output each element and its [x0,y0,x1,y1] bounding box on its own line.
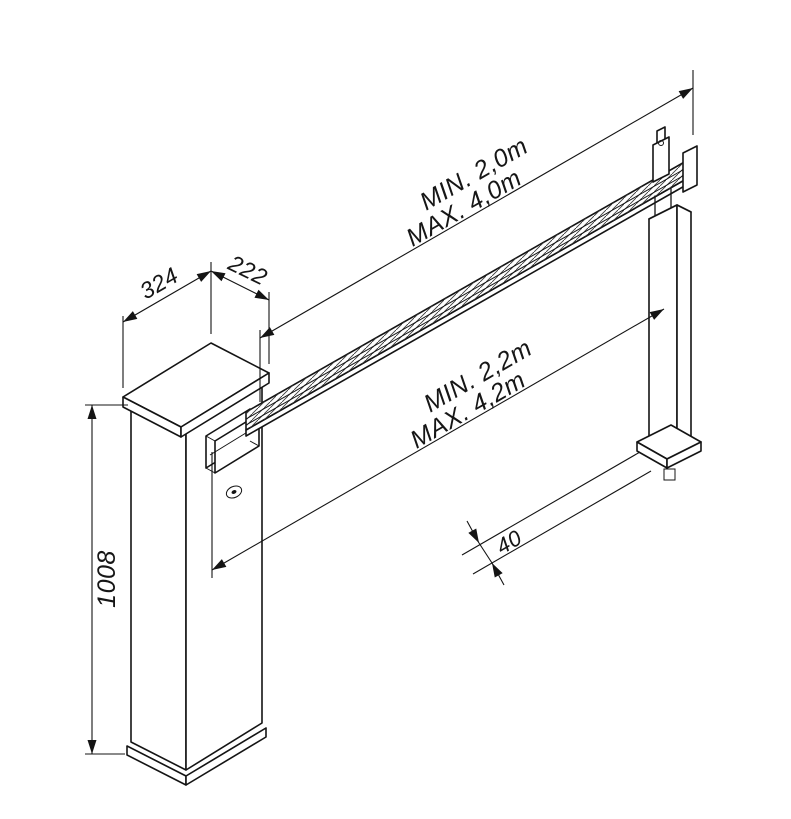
dimension-cabinet-height: 1008 [85,404,128,755]
cabinet-height-label: 1008 [93,550,121,608]
extension-line [472,470,652,575]
post-base-side-face [666,441,702,469]
boom-tip-cap [682,145,698,193]
dimension-line [122,270,212,323]
dimension-line [210,270,270,301]
extension-line [461,451,641,556]
cabinet-body-front-face [130,404,187,771]
post-front-face [648,204,678,447]
cap-width-label: 222 [223,249,271,290]
dimension-line [259,87,694,339]
post-top-clamp [652,136,670,183]
dimension-post-offset: 40 [461,451,652,586]
dimension-cap-width: 222 [210,249,272,364]
dimension-overall-span: MIN. 2,2m MAX. 4,2m [211,308,665,578]
post-foot [663,468,676,481]
dimension-arrow [466,520,480,544]
cabinet-base-side-face [185,727,267,786]
cap-depth-label: 324 [135,262,183,304]
post-offset-label: 40 [492,525,527,560]
dimension-boom-length: MIN. 2,0m MAX. 4,0m [259,70,694,402]
dimension-arrow [491,562,505,586]
cabinet [122,342,270,786]
dimension-line [211,308,665,571]
post-side-face [676,204,692,440]
dimension-line [478,542,493,564]
